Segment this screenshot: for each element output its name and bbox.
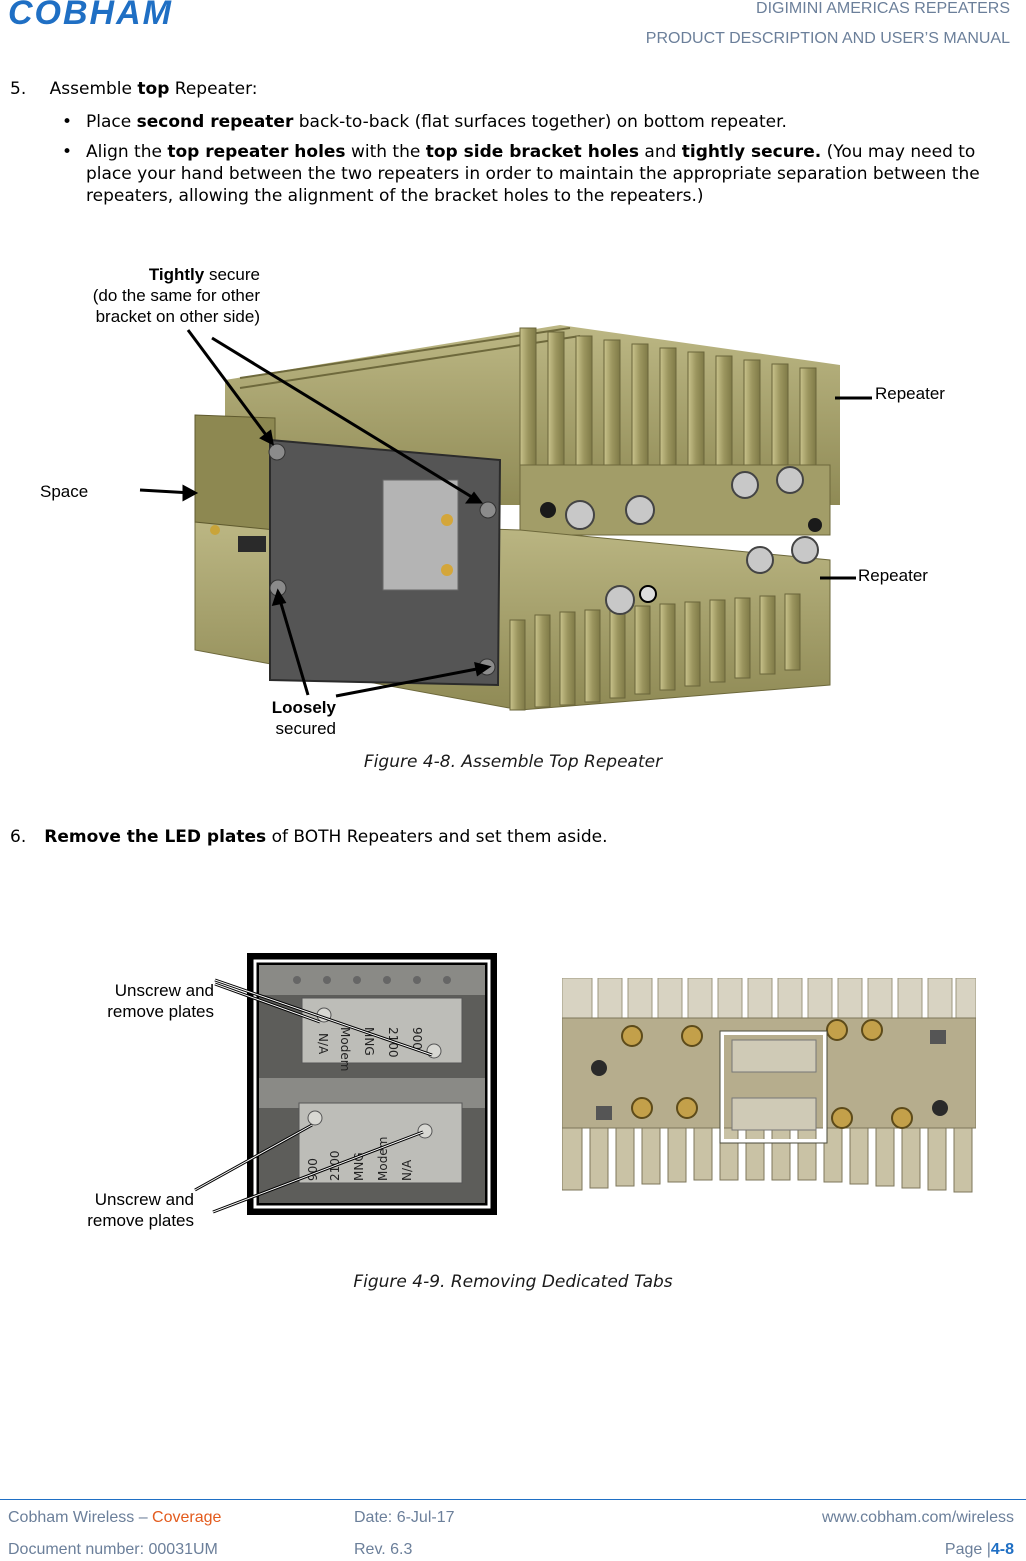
step-5-bullets: Place second repeater back-to-back (flat… — [62, 111, 1012, 215]
dc-port — [932, 1100, 948, 1116]
callout-repeater-bottom: Repeater — [858, 566, 928, 585]
callout-unscrew-top: Unscrew and remove plates — [107, 981, 214, 1021]
header-product-title: DIGIMINI AMERICAS REPEATERS — [756, 0, 1010, 17]
footer-revision: Rev. 6.3 — [354, 1541, 413, 1558]
figure-4-9-unit-photo — [562, 978, 976, 1193]
step-bold: Remove the LED plates — [44, 827, 267, 847]
bullet-align-holes: Align the top repeater holes with the to… — [62, 141, 1012, 207]
footer-url[interactable]: www.cobham.com/wireless — [821, 1509, 1014, 1526]
step-bold: top — [137, 79, 170, 99]
footer-document-number: Document number: 00031UM — [8, 1541, 218, 1558]
callout-repeater-top: Repeater — [875, 384, 945, 403]
header-manual-title: PRODUCT DESCRIPTION AND USER’S MANUAL — [645, 30, 1010, 47]
step-number: 5. — [10, 79, 27, 99]
callout-space: Space — [40, 482, 89, 501]
led-plate-highlight — [720, 1031, 827, 1143]
step-text: of BOTH Repeaters and set them aside. — [266, 827, 608, 847]
step-text: Assemble — [49, 79, 138, 99]
footer-company: Cobham Wireless – Coverage — [8, 1509, 222, 1526]
plate-top-label: N/A — [316, 1033, 330, 1055]
step-5-heading: 5. Assemble top Repeater: — [10, 78, 258, 100]
step-text-end: Repeater: — [169, 79, 258, 99]
step-number: 6. — [10, 827, 27, 847]
side-bracket-plate — [268, 438, 502, 687]
bullet-place-second-repeater: Place second repeater back-to-back (flat… — [62, 111, 1012, 133]
plate-top-label: 900 — [410, 1027, 424, 1050]
step-6-heading: 6. Remove the LED plates of BOTH Repeater… — [10, 826, 608, 848]
callout-unscrew-bottom: Unscrew and remove plates — [87, 1190, 194, 1230]
dc-port-top — [540, 502, 556, 518]
dc-port — [591, 1060, 607, 1076]
figure-4-8-caption: Figure 4-8. Assemble Top Repeater — [363, 752, 663, 772]
figure-4-8-illustration — [139, 325, 872, 711]
callout-tightly-secure: Tightly secure (do the same for other br… — [92, 265, 260, 326]
footer-page-number: Page |4-8 — [944, 1541, 1014, 1558]
callout-arrows — [139, 329, 872, 698]
figure-4-9-arrows — [194, 978, 433, 1214]
dc-port-top-2 — [808, 518, 822, 532]
ethernet-port — [596, 1106, 612, 1120]
footer-divider — [0, 1499, 1026, 1500]
ethernet-port — [930, 1030, 946, 1044]
plate-bottom-label: N/A — [400, 1159, 414, 1181]
figure-4-9-closeup-photo: N/A Modem MNG 2100 900 900 2100 MNG Mode… — [247, 953, 497, 1215]
cobham-logo: COBHAM — [8, 0, 173, 26]
callout-loosely-secured: Loosely secured — [271, 698, 336, 738]
plate-bottom-label: MNG — [352, 1152, 366, 1181]
figure-4-9-caption: Figure 4-9. Removing Dedicated Tabs — [353, 1272, 673, 1292]
footer-date: Date: 6-Jul-17 — [354, 1509, 455, 1526]
top-connectors — [565, 466, 804, 530]
plate-top-label: Modem — [338, 1027, 352, 1071]
